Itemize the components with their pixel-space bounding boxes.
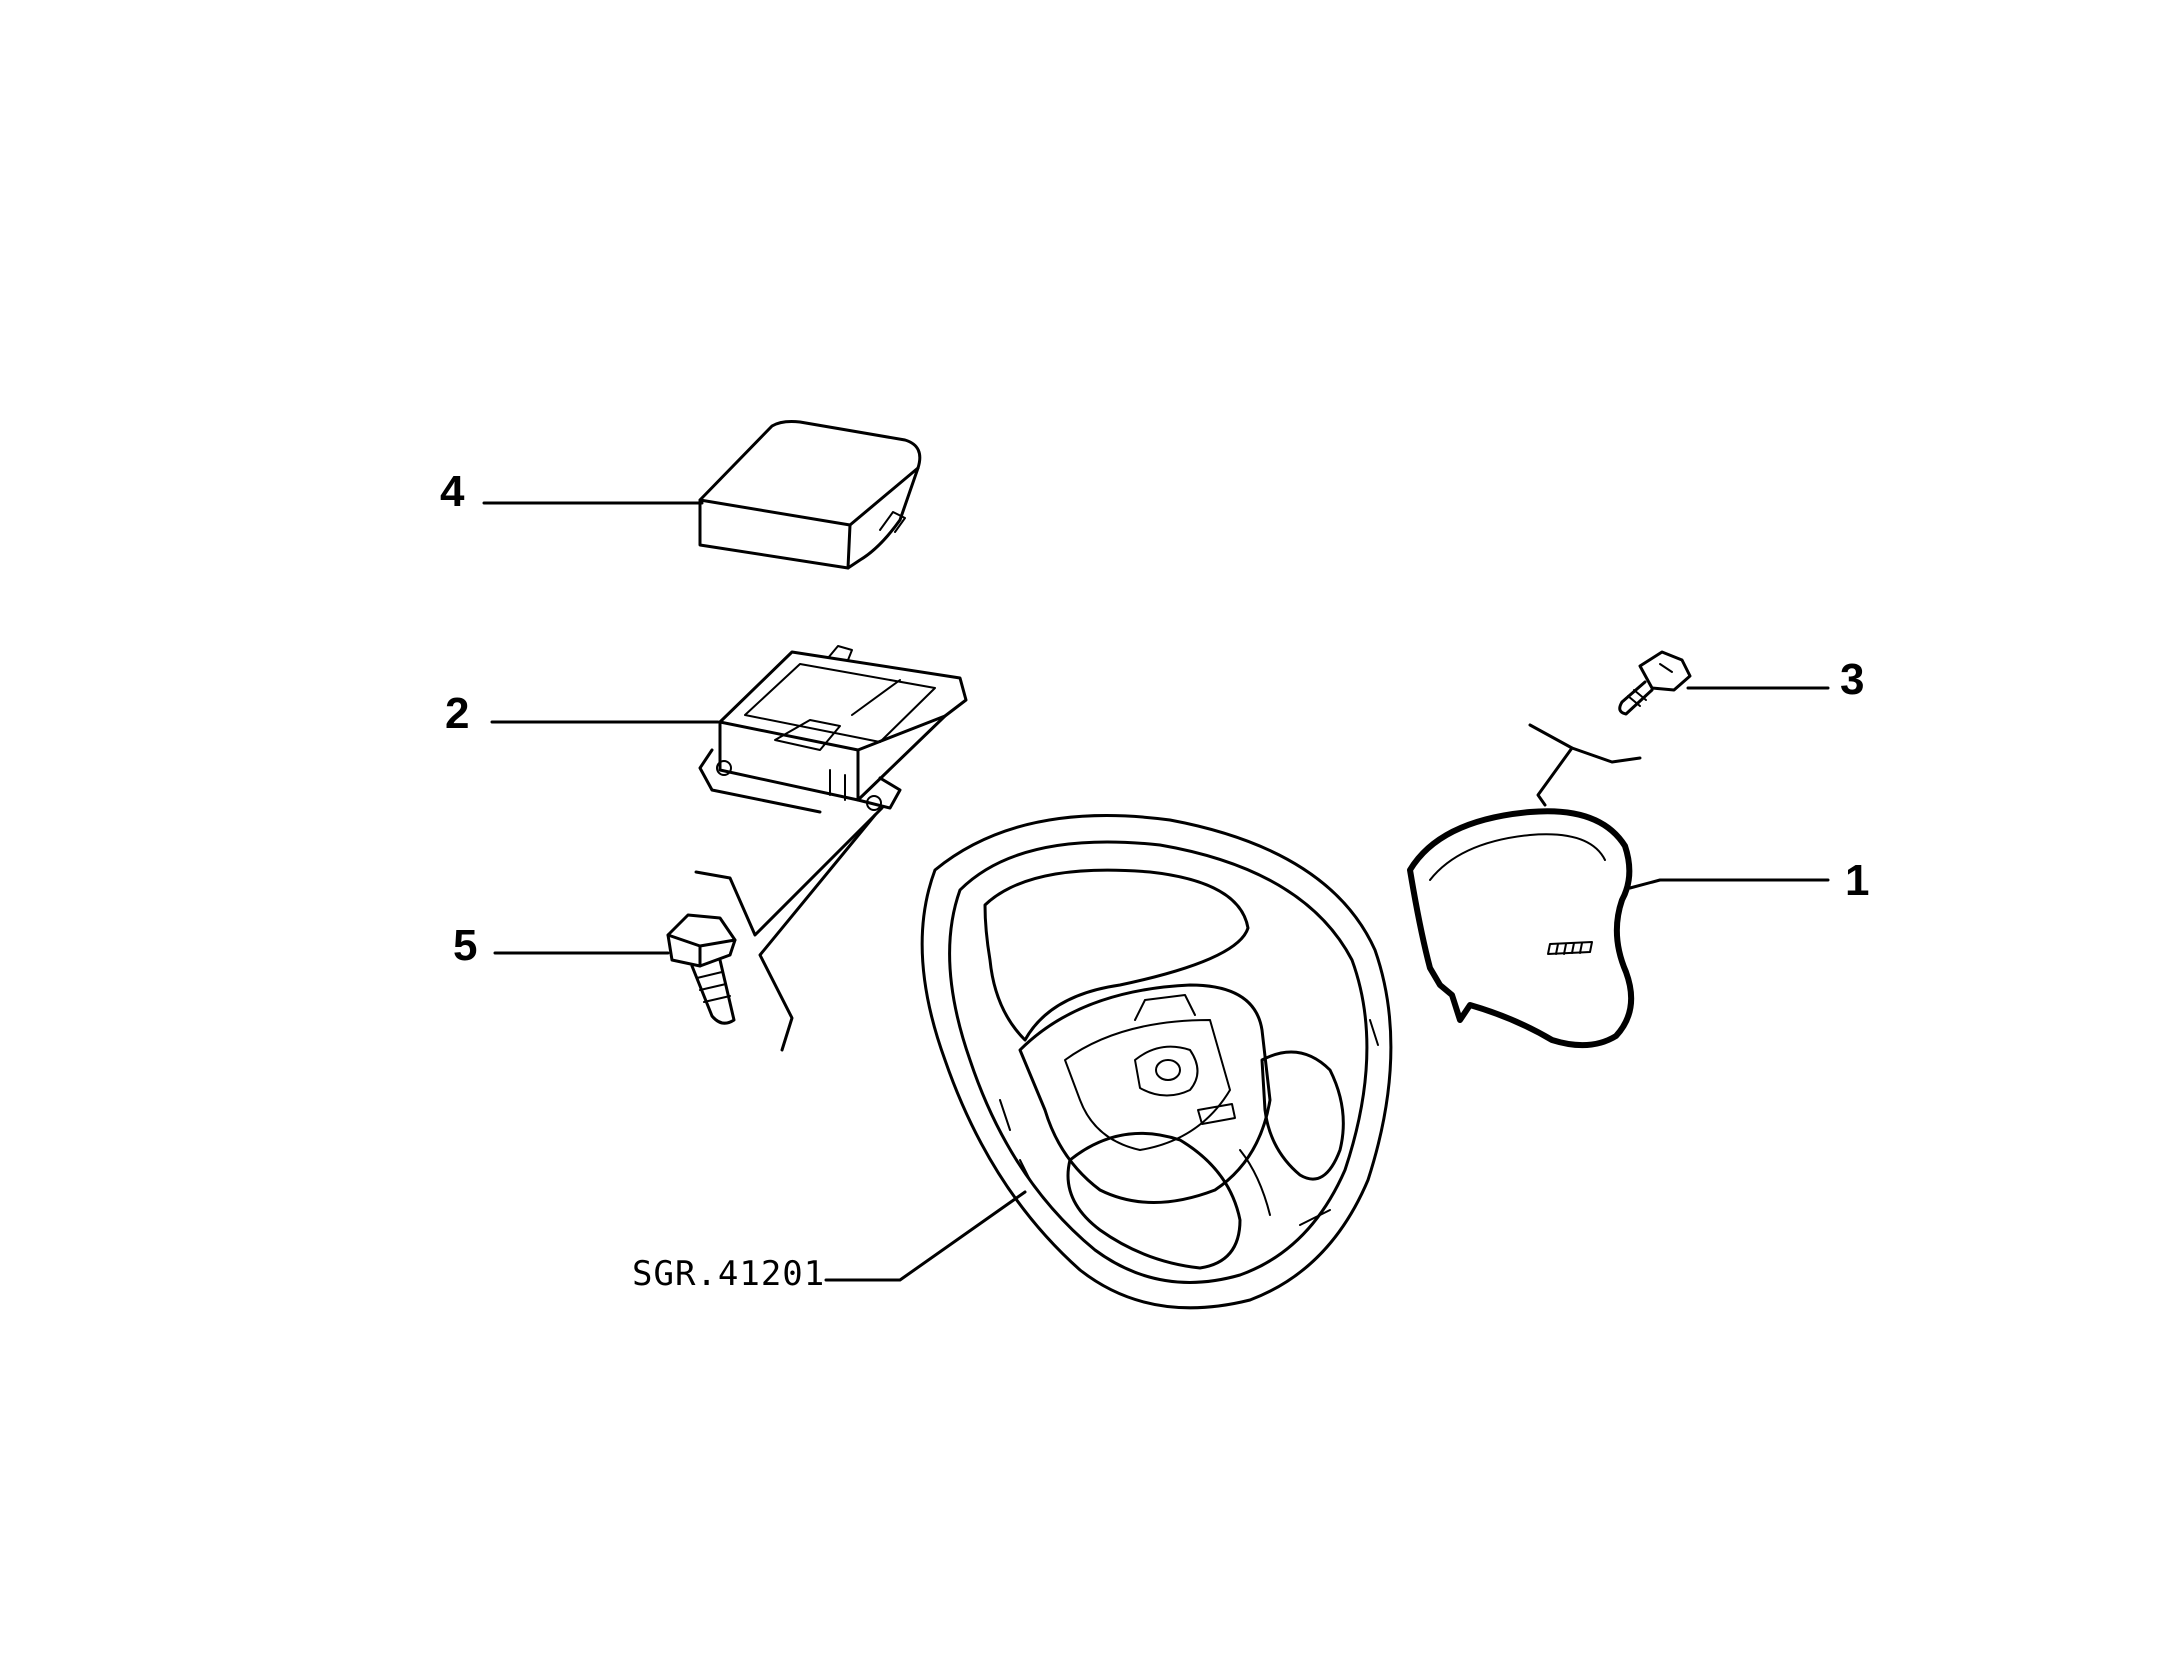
part-1-airbag-module [1407, 808, 1635, 1049]
callout-3: 3 [1840, 655, 1864, 704]
leader-ref [824, 1190, 1027, 1282]
part-5-bolt [666, 913, 737, 1025]
part-3-screw [1618, 650, 1692, 716]
callout-1: 1 [1845, 856, 1869, 905]
reference-code: SGR.41201 [632, 1254, 825, 1294]
part-2-control-unit [698, 645, 968, 814]
callout-4: 4 [440, 467, 465, 516]
screw-locator-line [1528, 723, 1642, 807]
bolt-locator-lines [694, 806, 884, 1052]
callout-2: 2 [445, 689, 469, 738]
callout-5: 5 [453, 921, 477, 970]
leader-1 [1628, 878, 1830, 890]
leader-lines [482, 501, 1830, 1282]
part-4-cover [698, 420, 922, 570]
steering-wheel [920, 814, 1393, 1310]
